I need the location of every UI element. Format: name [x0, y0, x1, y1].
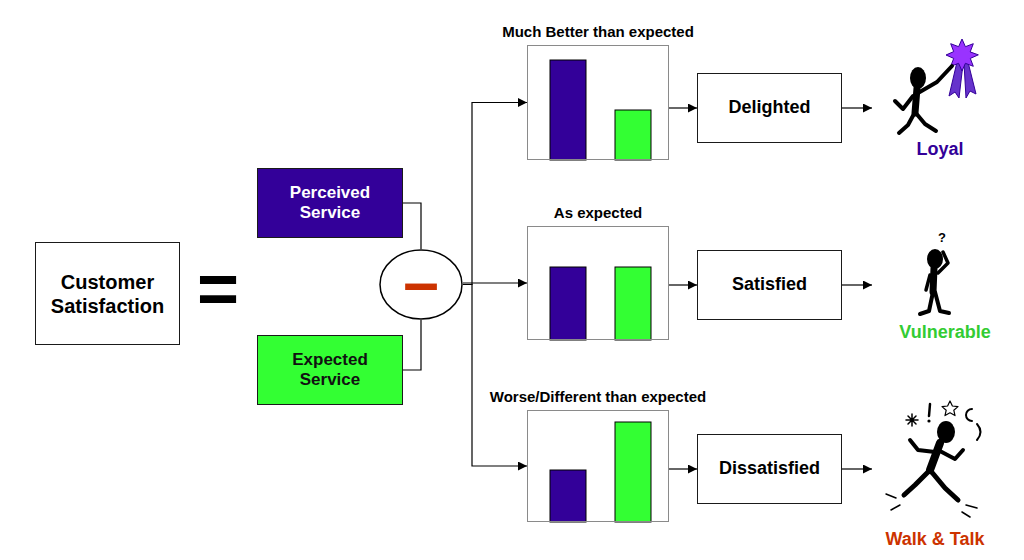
result-box: Customer Satisfaction [35, 242, 180, 345]
leg [930, 470, 958, 500]
chart-box: As expected [527, 226, 669, 340]
chart-heading: Much Better than expected [499, 23, 697, 41]
box-text: Delighted [728, 97, 810, 119]
curse-asterisk [906, 414, 918, 426]
figure-label: Vulnerable [899, 323, 990, 343]
perceived-bar [550, 60, 586, 160]
perceived-bar [550, 267, 586, 340]
box-text: Dissatisfied [719, 458, 820, 480]
arrow [842, 468, 872, 469]
motion-lines [886, 494, 977, 517]
curse-paren [977, 424, 981, 440]
body [930, 443, 940, 470]
curse-star [942, 401, 958, 416]
connector [669, 468, 697, 469]
ribbon-tail [964, 62, 976, 98]
perceived-bar [550, 470, 586, 522]
connector [463, 282, 527, 283]
leg [935, 292, 949, 313]
chart-heading: Worse/Different than expected [487, 388, 709, 406]
connector [403, 203, 421, 249]
leg [915, 112, 936, 131]
outcome-box: Satisfied [697, 250, 842, 320]
box-text: Customer Satisfaction [44, 270, 171, 318]
equals-sign: = [197, 249, 239, 328]
connector [463, 103, 527, 285]
vulnerable-figure [920, 249, 949, 314]
arm [895, 96, 913, 109]
leg [899, 112, 915, 133]
bar-chart [550, 60, 651, 522]
arm [910, 440, 935, 452]
curse-c [966, 409, 972, 421]
arm [938, 450, 963, 459]
loyal-figure [895, 39, 978, 133]
figure-label: Loyal [916, 140, 963, 160]
connector [669, 107, 697, 108]
leg [920, 292, 933, 314]
question-mark: ? [938, 231, 946, 245]
ellipse-outline [380, 250, 462, 319]
outcome-box: Dissatisfied [697, 434, 842, 504]
body [933, 268, 934, 292]
minus-sign: – [403, 250, 439, 314]
connector [669, 284, 697, 285]
chart-box: Worse/Different than expected [527, 410, 669, 522]
arrow [842, 107, 872, 108]
box-text: Satisfied [732, 274, 807, 296]
input-box: Perceived Service [257, 168, 403, 238]
arrow [842, 284, 872, 285]
operator-circle: – [379, 249, 463, 320]
input-box: Expected Service [257, 335, 403, 405]
connector [403, 320, 421, 370]
connector [463, 285, 527, 467]
expected-bar [615, 422, 651, 522]
chart-heading: As expected [551, 204, 645, 222]
box-text: Perceived Service [266, 183, 394, 224]
leg [904, 470, 930, 495]
box-text: Expected Service [266, 350, 394, 391]
expected-bar [615, 267, 651, 340]
figure-label: Walk & Talk [885, 530, 984, 550]
figure-arrows [842, 108, 872, 469]
arm [938, 252, 948, 273]
expected-bar [615, 110, 651, 160]
curse-exclamation-dot [927, 419, 930, 422]
arm [918, 66, 952, 93]
angry-figure [886, 401, 981, 517]
arm [926, 275, 930, 290]
outcome-box: Delighted [697, 73, 842, 143]
chart-box: Much Better than expected [527, 45, 669, 160]
curse-exclamation [929, 404, 930, 416]
